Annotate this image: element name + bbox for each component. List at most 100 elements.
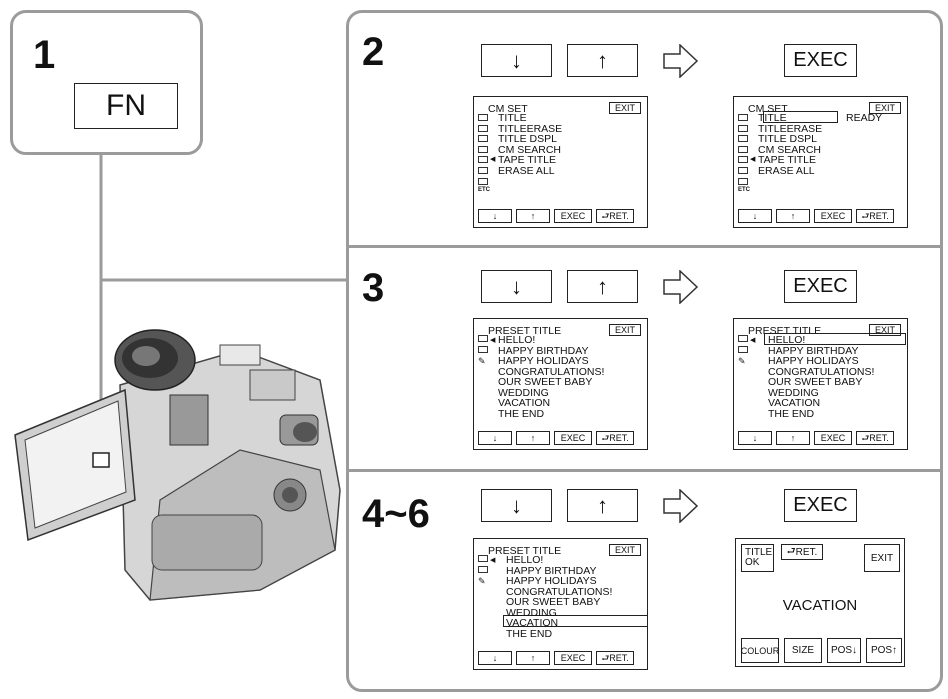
down-button[interactable]: ↓	[478, 651, 512, 665]
step3-arrow-icon	[663, 270, 699, 304]
down-button[interactable]: ↓	[738, 209, 772, 223]
preset-item[interactable]: WEDDING	[768, 386, 819, 399]
title-preview-text: VACATION	[782, 597, 858, 614]
down-button[interactable]: ↓	[478, 431, 512, 445]
tape-icon	[738, 166, 748, 174]
exit-button[interactable]: EXIT	[864, 544, 900, 572]
preset-item[interactable]: WEDDING	[506, 606, 557, 619]
return-button[interactable]: ⮐RET.	[596, 431, 634, 445]
etc-icon: ETC	[478, 187, 490, 194]
pen-icon: ✎	[738, 356, 746, 366]
return-button[interactable]: ⮐RET.	[781, 544, 823, 560]
exec-button[interactable]: EXEC	[814, 431, 852, 445]
preset-item[interactable]: HAPPY BIRTHDAY	[506, 564, 597, 577]
preset-item[interactable]: THE END	[768, 407, 815, 420]
preset-item[interactable]: HAPPY BIRTHDAY	[768, 344, 859, 357]
preset-item[interactable]: HAPPY HOLIDAYS	[498, 355, 589, 367]
preset-item[interactable]: OUR SWEET BABY	[768, 376, 863, 388]
pos-up-button[interactable]: POS↑	[866, 638, 902, 663]
folder-icon	[478, 335, 488, 342]
menu-item[interactable]: ERASE ALL	[498, 164, 555, 177]
preset-item[interactable]: OUR SWEET BABY	[498, 376, 593, 388]
fn-button[interactable]: FN	[74, 83, 178, 129]
selection-cursor-icon: ◀	[490, 156, 496, 163]
menu-item[interactable]: TITLEERASE	[498, 122, 563, 135]
preset-item[interactable]: VACATION	[768, 397, 821, 409]
step3-up-button[interactable]: ↑	[567, 270, 638, 303]
preset-menu-items: HELLO! HAPPY BIRTHDAY HAPPY HOLIDAYS CON…	[506, 555, 612, 639]
menu-item[interactable]: TITLE DSPL	[498, 133, 557, 145]
up-button[interactable]: ↑	[516, 209, 550, 223]
preset-item[interactable]: CONGRATULATIONS!	[498, 365, 605, 378]
up-button[interactable]: ↑	[776, 431, 810, 445]
step3-down-button[interactable]: ↓	[481, 270, 552, 303]
exit-button[interactable]: EXIT	[608, 324, 641, 336]
step3-exec-button[interactable]: EXEC	[784, 270, 857, 303]
down-button[interactable]: ↓	[478, 209, 512, 223]
exec-button[interactable]: EXEC	[814, 209, 852, 223]
menu-item[interactable]: ERASE ALL	[758, 164, 815, 177]
folder-icon	[738, 335, 748, 342]
preset-item[interactable]: THE END	[498, 407, 545, 420]
up-button[interactable]: ↑	[516, 651, 550, 665]
exec-button[interactable]: EXEC	[554, 431, 592, 445]
preset-item[interactable]: VACATION	[506, 617, 559, 629]
screen-button-row: ↓ ↑ EXEC ⮐RET.	[738, 209, 894, 223]
step2-arrow-icon	[663, 44, 699, 78]
step2-down-button[interactable]: ↓	[481, 44, 552, 77]
preset-item[interactable]: HELLO!	[768, 334, 806, 346]
exec-button[interactable]: EXEC	[554, 651, 592, 665]
highlight-box	[764, 333, 906, 345]
menu-item[interactable]: TITLEERASE	[758, 122, 823, 135]
exit-button[interactable]: EXIT	[608, 544, 641, 556]
step2-up-button[interactable]: ↑	[567, 44, 638, 77]
return-button[interactable]: ⮐RET.	[856, 431, 894, 445]
preset-item[interactable]: HAPPY HOLIDAYS	[506, 575, 597, 587]
preset-item[interactable]: HELLO!	[498, 334, 536, 346]
menu-item[interactable]: CM SEARCH	[758, 143, 822, 156]
return-button[interactable]: ⮐RET.	[596, 209, 634, 223]
folder-icon	[478, 555, 488, 562]
preset-menu-title: PRESET TITLE	[488, 325, 562, 337]
preset-item[interactable]: HAPPY BIRTHDAY	[498, 344, 589, 357]
size-button[interactable]: SIZE	[784, 638, 822, 663]
exit-button[interactable]: EXIT	[868, 324, 901, 336]
preset-menu-items: HELLO! HAPPY BIRTHDAY HAPPY HOLIDAYS CON…	[768, 335, 874, 419]
title-ok-button[interactable]: TITLE OK	[741, 544, 774, 572]
menu-item[interactable]: TITLE	[498, 112, 527, 124]
return-button[interactable]: ⮐RET.	[596, 651, 634, 665]
down-button[interactable]: ↓	[738, 431, 772, 445]
up-button[interactable]: ↑	[776, 209, 810, 223]
menu-item[interactable]: TITLE	[758, 112, 787, 124]
preset-item[interactable]: OUR SWEET BABY	[506, 596, 601, 608]
step4-down-button[interactable]: ↓	[481, 489, 552, 522]
cm-menu-title: CM SET	[488, 103, 528, 115]
menu-item[interactable]: TAPE TITLE	[758, 154, 816, 166]
return-label: RET.	[869, 210, 889, 221]
menu-item[interactable]: CM SEARCH	[498, 143, 562, 156]
menu-item[interactable]: TITLE DSPL	[758, 133, 817, 145]
exec-button[interactable]: EXEC	[554, 209, 592, 223]
preset-item[interactable]: HELLO!	[506, 554, 544, 566]
up-button[interactable]: ↑	[516, 431, 550, 445]
exit-button[interactable]: EXIT	[608, 102, 641, 114]
preset-item[interactable]: HAPPY HOLIDAYS	[768, 355, 859, 367]
return-label: RET.	[869, 432, 889, 443]
preset-item[interactable]: CONGRATULATIONS!	[768, 365, 875, 378]
divider-3-4	[349, 469, 943, 472]
custom-title-icon	[478, 345, 488, 353]
custom-title-icon	[478, 565, 488, 573]
preset-item[interactable]: THE END	[506, 627, 553, 640]
step2-exec-button[interactable]: EXEC	[784, 44, 857, 77]
preset-item[interactable]: CONGRATULATIONS!	[506, 585, 613, 598]
pos-down-button[interactable]: POS↓	[827, 638, 861, 663]
preset-item[interactable]: VACATION	[498, 397, 551, 409]
preset-item[interactable]: WEDDING	[498, 386, 549, 399]
step4-exec-button[interactable]: EXEC	[784, 489, 857, 522]
menu-item[interactable]: TAPE TITLE	[498, 154, 556, 166]
return-button[interactable]: ⮐RET.	[856, 209, 894, 223]
step4-up-button[interactable]: ↑	[567, 489, 638, 522]
colour-button[interactable]: COLOUR	[741, 638, 779, 663]
exit-button[interactable]: EXIT	[868, 102, 901, 114]
step2-menu-screen-after: CM SET EXIT ETC ◀ READY TITLE TITLEERASE…	[733, 96, 908, 228]
